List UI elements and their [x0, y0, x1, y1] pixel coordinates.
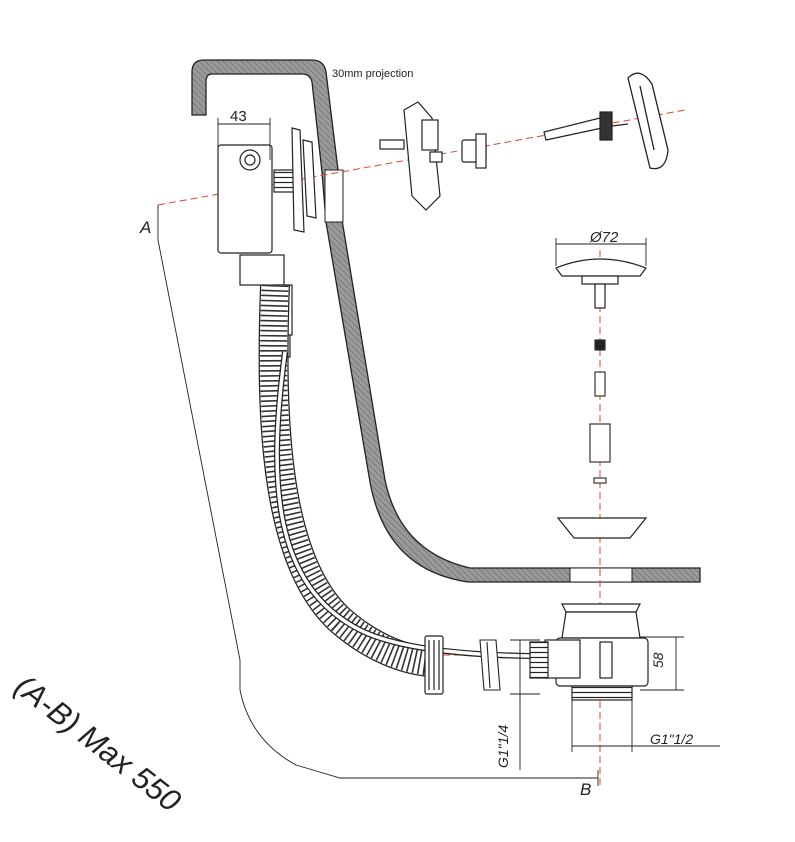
bath-wall-profile: [191, 59, 701, 583]
dimension-diameter-label: Ø72: [590, 229, 619, 246]
dimension-g114-lines: [510, 639, 540, 770]
corrugated-hose: [258, 284, 432, 677]
ø72-dimension-lines: [555, 238, 647, 266]
waste-plug-cap: [555, 258, 647, 309]
overflow-spindle: [543, 111, 629, 141]
dimension-43-label: 43: [230, 108, 247, 125]
control-cable: [274, 351, 531, 659]
point-a-label: A: [140, 218, 152, 237]
overflow-clip-plate: [379, 101, 443, 211]
point-b-label: B: [580, 780, 592, 799]
overflow-adapter: [461, 133, 487, 169]
thread-g112-label: G1"1/2: [650, 731, 694, 747]
a-b-length-path: [157, 205, 599, 786]
waste-spring-part: [589, 339, 611, 484]
overflow-flange: [291, 127, 317, 233]
dimension-g112-lines: [571, 700, 720, 752]
dimension-58-lines: [640, 636, 684, 691]
hose-nut: [424, 635, 444, 695]
dimension-58-label: 58: [650, 652, 666, 668]
thread-g114-label: G1"1/4: [495, 724, 511, 768]
waste-flange: [556, 517, 648, 539]
dimension-43-lines: [217, 118, 271, 160]
overflow-cap: [627, 72, 669, 170]
waste-body: [529, 603, 649, 701]
waste-washer: [479, 639, 501, 691]
projection-note: 30mm projection: [332, 68, 414, 80]
